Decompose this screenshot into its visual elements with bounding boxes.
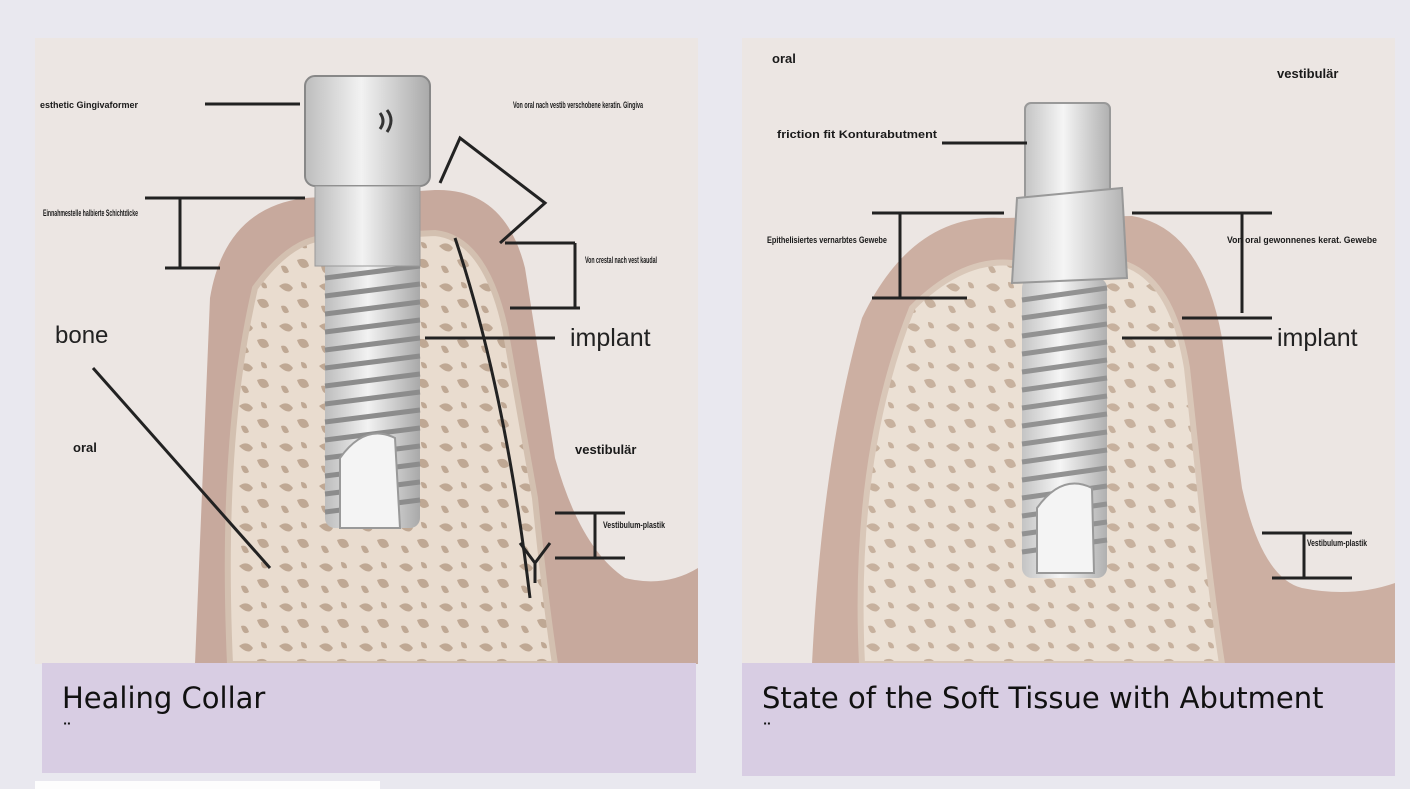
implant-screw	[325, 258, 420, 528]
label-vestibuloplasty: Vestibulum-plastik	[603, 520, 666, 530]
label-harvested: Von oral gewonnenes kerat. Gewebe	[1227, 235, 1377, 245]
label-oral: oral	[772, 51, 796, 66]
label-oral: oral	[73, 440, 97, 455]
caption-soft-tissue-abutment: State of the Soft Tissue with Abutment ¨	[742, 663, 1395, 776]
healing-collar	[305, 76, 430, 266]
caption-title: State of the Soft Tissue with Abutment	[762, 681, 1324, 715]
label-bone: bone	[55, 322, 108, 349]
label-vestibular: vestibulär	[1277, 66, 1338, 81]
label-gingiva-former: esthetic Gingivaformer	[40, 100, 139, 110]
contour-abutment	[1012, 103, 1127, 283]
label-incision-line: Einnahmestelle halbierte Schichtdicke	[43, 208, 138, 218]
label-implant: implant	[570, 324, 651, 352]
label-top-right: Von oral nach vestib verschobene keratin…	[513, 100, 644, 110]
caption-title: Healing Collar	[62, 681, 265, 715]
label-implant: implant	[1277, 324, 1358, 352]
label-crestal: Von crestal nach vest kaudal	[585, 255, 657, 265]
healing-collar-illustration: esthetic Gingivaformer Einnahmestelle ha…	[35, 38, 698, 664]
caption-mark: ¨	[762, 719, 772, 743]
label-vestibular: vestibulär	[575, 442, 636, 457]
label-abutment: friction fit Konturabutment	[777, 129, 937, 141]
bottom-strip	[35, 781, 380, 789]
label-vestibuloplasty: Vestibulum-plastik	[1307, 538, 1368, 548]
label-epithelialized: Epithelisiertes vernarbtes Gewebe	[767, 235, 887, 245]
abutment-soft-tissue-illustration: oral vestibulär friction fit Konturabutm…	[742, 38, 1395, 664]
implant-screw	[1022, 278, 1107, 578]
caption-healing-collar: Healing Collar ¨	[42, 663, 696, 773]
caption-mark: ¨	[62, 719, 72, 743]
